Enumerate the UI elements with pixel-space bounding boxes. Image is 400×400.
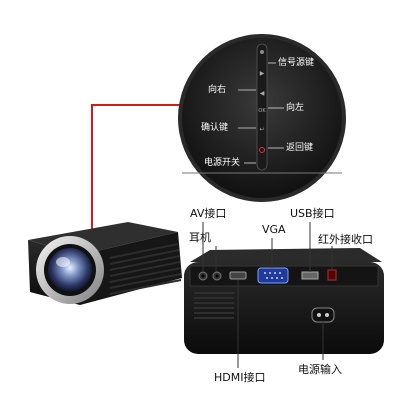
- label-source-key: 信号源键: [278, 58, 315, 68]
- label-left: 向左: [286, 103, 305, 113]
- projector-front-view: [28, 222, 182, 305]
- port-leader-lines: [202, 222, 333, 368]
- callout-line: [91, 104, 195, 240]
- svg-text:▶: ▶: [260, 70, 265, 77]
- label-av-port: AV接口: [190, 207, 227, 220]
- projector-rear-view: [184, 248, 384, 354]
- svg-text:↩: ↩: [259, 126, 264, 133]
- svg-text:OK: OK: [258, 108, 266, 114]
- label-ir-receiver: 红外接收口: [318, 233, 373, 246]
- label-earphone: 耳机: [189, 231, 211, 244]
- label-right: 向右: [208, 85, 227, 95]
- svg-text:◀: ◀: [260, 90, 265, 97]
- label-vga: VGA: [262, 223, 286, 236]
- label-confirm-key: 确认键: [201, 123, 229, 133]
- label-usb-port: USB接口: [290, 207, 335, 220]
- label-hdmi-port: HDMI接口: [214, 371, 266, 384]
- control-panel-closeup: ▶ ◀ OK ↩: [178, 34, 346, 202]
- label-back-key: 返回键: [286, 143, 314, 153]
- label-power-switch: 电源开关: [204, 158, 241, 168]
- label-power-input: 电源输入: [298, 363, 342, 376]
